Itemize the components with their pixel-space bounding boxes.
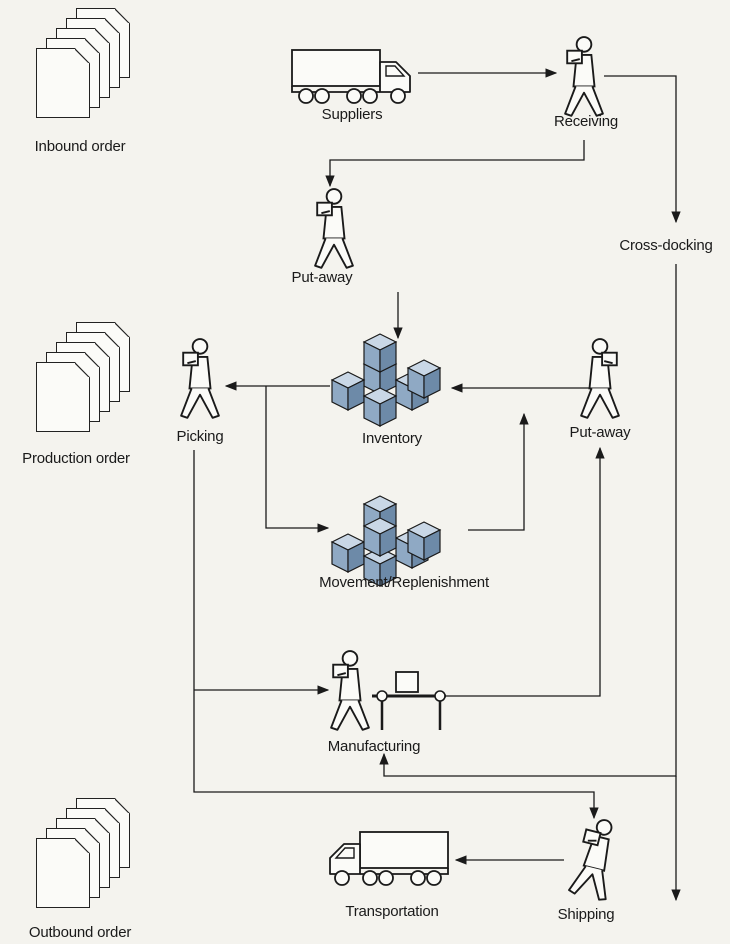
receiving-label: Receiving [553, 113, 619, 130]
cross-docking-label: Cross-docking [619, 237, 713, 254]
inventory-label: Inventory [362, 430, 422, 447]
shipping-worker-icon [567, 814, 626, 903]
transportation-truck-icon [329, 831, 449, 886]
production-order-label: Production order [22, 450, 130, 467]
put-away-top-worker-icon [314, 188, 354, 269]
inbound-order-document-icon [36, 8, 136, 128]
manufacturing-assembly-icon [330, 650, 446, 731]
inbound-order-label: Inbound order [34, 138, 126, 155]
outbound-order-document-icon [36, 798, 136, 918]
movement-replenishment-label: Movement/Replenishment [319, 574, 489, 591]
put-away-right-worker-icon [580, 338, 620, 419]
suppliers-truck-icon [291, 49, 411, 104]
shipping-label: Shipping [557, 906, 615, 923]
manufacturing-label: Manufacturing [327, 738, 421, 755]
outbound-order-label: Outbound order [28, 924, 132, 941]
put-away-right-label: Put-away [569, 424, 631, 441]
picking-worker-icon [180, 338, 220, 419]
put-away-top-label: Put-away [291, 269, 353, 286]
transportation-label: Transportation [345, 903, 439, 920]
replenishment-box-stack-icon [331, 495, 441, 587]
flow-arrows [193, 68, 681, 902]
production-order-document-icon [36, 322, 136, 442]
inventory-box-stack-icon [331, 333, 441, 427]
suppliers-label: Suppliers [321, 106, 383, 123]
receiving-worker-icon [564, 36, 604, 117]
picking-label: Picking [176, 428, 224, 445]
